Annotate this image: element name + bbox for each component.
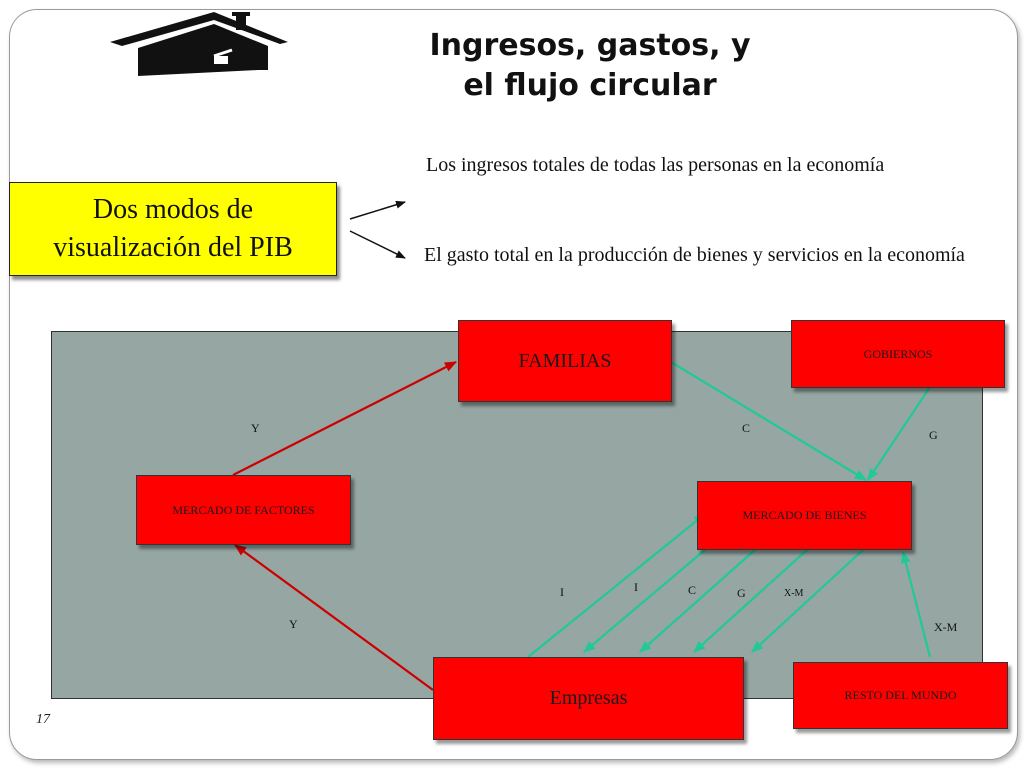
node-empresas: Empresas [433,657,744,740]
flow-label-i-right: I [634,580,638,594]
node-resto-mundo: RESTO DEL MUNDO [793,662,1008,729]
flow-label-y-top: Y [251,421,260,435]
flow-label-i-left: I [560,585,564,599]
income-description: Los ingresos totales de todas las person… [426,154,885,176]
house-icon [110,12,288,76]
title-line-1: Ingresos, gastos, y [429,28,751,63]
flow-label-xm-right: X-M [934,620,958,634]
flow-label-c-bottom: C [688,583,697,597]
flow-label-xm-small: X-M [784,588,804,599]
node-mercado-factores: MERCADO DE FACTORES [136,475,351,545]
spending-description: El gasto total en la producción de biene… [424,244,965,266]
node-familias: FAMILIAS [458,320,672,402]
node-mercado-bienes: MERCADO DE BIENES [697,481,912,550]
gdp-views-line-2: visualización del PIB [53,232,293,263]
title-line-2: el flujo circular [463,68,717,103]
page-number: 17 [36,712,50,727]
flow-label-g-bottom: G [737,586,746,600]
flow-label-y-bottom: Y [289,617,298,631]
flow-label-c-top: C [742,421,751,435]
gdp-views-line-1: Dos modos de [92,194,254,225]
flow-label-g-top: G [929,428,938,442]
gdp-views-box: Dos modos de visualización del PIB [9,182,337,276]
page-title: Ingresos, gastos, y el flujo circular [395,26,785,106]
node-gobiernos: GOBIERNOS [791,320,1005,388]
